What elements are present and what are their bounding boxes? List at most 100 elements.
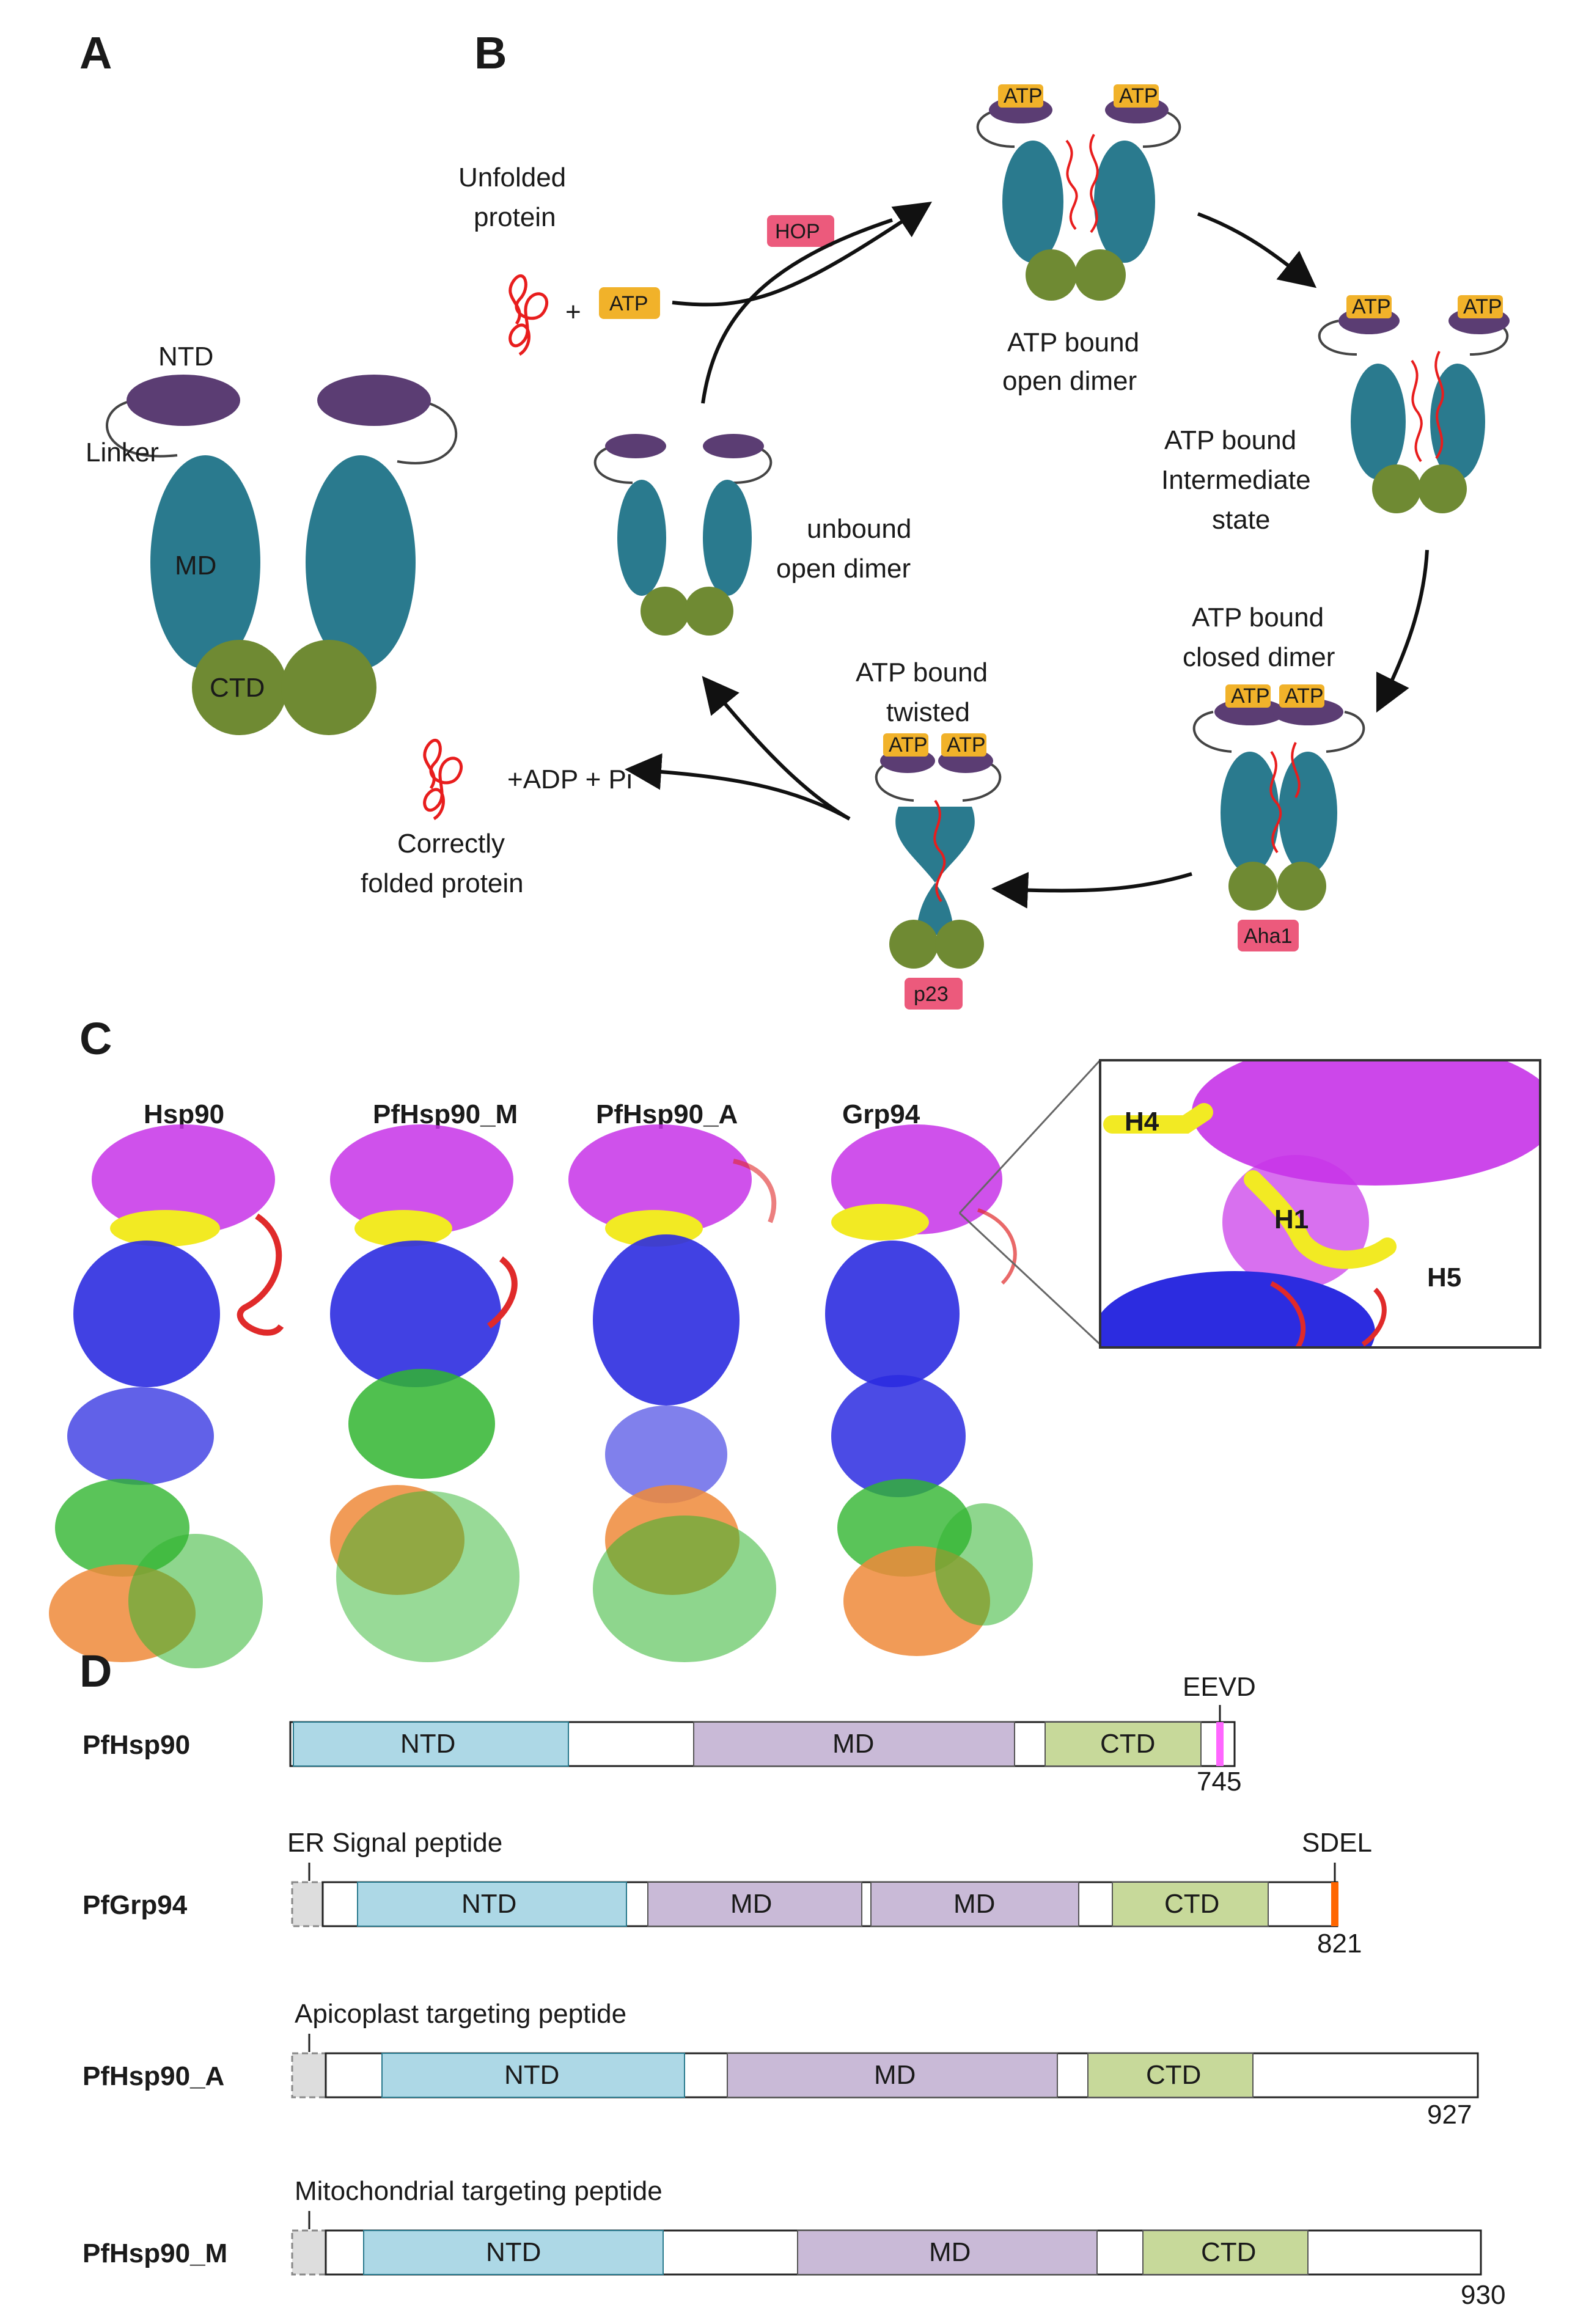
length-label: 930	[1461, 2280, 1505, 2310]
domain-map-pfhsp90-m: Mitochondrial targeting peptide PfHsp90_…	[83, 2176, 1505, 2310]
domain-label: CTD	[1146, 2060, 1201, 2090]
unbound-label-2: open dimer	[776, 554, 911, 584]
panel-a-label: A	[79, 27, 112, 78]
hop-badge-text: HOP	[775, 220, 820, 243]
domain-label: MD	[929, 2237, 971, 2267]
hop-badge	[767, 215, 834, 247]
panel-d-label: D	[79, 1646, 112, 1696]
panel-c-label: C	[79, 1013, 112, 1064]
ctd-shape	[192, 640, 287, 735]
md-domain-box	[727, 2053, 1058, 2098]
unfolded-label-2: protein	[474, 202, 556, 232]
arrow-twisted-to-unbound	[702, 676, 851, 821]
open-dimer-label-1: ATP bound	[1007, 328, 1139, 357]
arrow-atp-to-open	[672, 202, 932, 307]
panel-c: C Hsp90 PfHsp90_M PfHsp90_A Grp94	[49, 1013, 1541, 1668]
zoom-line	[958, 1059, 1101, 1214]
structure-title: Grp94	[842, 1099, 920, 1129]
domain-label: CTD	[1100, 1729, 1155, 1759]
structure-grp94	[825, 1124, 1033, 1656]
structure-title: PfHsp90_M	[373, 1099, 518, 1129]
atp-badge-text: ATP	[1463, 295, 1502, 318]
atp-badge-text: ATP	[1285, 684, 1324, 708]
atp-badge	[1279, 684, 1324, 708]
domain-label: NTD	[504, 2060, 559, 2090]
atp-badge	[998, 84, 1043, 108]
atp-badge-text: ATP	[889, 733, 928, 757]
signal-label: Mitochondrial targeting peptide	[295, 2176, 663, 2206]
signal-peptide-box	[291, 1881, 324, 1927]
intermediate-label-1: ATP bound	[1164, 425, 1296, 455]
arrow-open-to-intermediate	[1197, 212, 1317, 288]
unfolded-label-1: Unfolded	[458, 163, 566, 192]
md-shape	[150, 455, 260, 669]
protein-name: PfHsp90_M	[83, 2238, 227, 2268]
open-dimer-atp: ATP ATP	[976, 84, 1181, 301]
p23-badge-text: p23	[914, 983, 949, 1006]
ntd-shape	[317, 375, 431, 426]
sdel-motif	[1331, 1882, 1338, 1926]
atp-badge	[1458, 295, 1503, 318]
tail-motif-label: EEVD	[1183, 1672, 1256, 1702]
domain-map-pfhsp90-a: Apicoplast targeting peptide PfHsp90_A N…	[83, 1999, 1479, 2130]
atp-badge	[599, 287, 660, 319]
helix-label: H1	[1274, 1204, 1309, 1234]
folded-protein-squiggle	[425, 740, 461, 819]
unfolded-protein-squiggle	[510, 276, 547, 354]
panel-d: D PfHsp90 NTD MD CTD EEVD 745 ER Signal …	[79, 1646, 1505, 2310]
twisted-label-1: ATP bound	[856, 658, 988, 687]
twisted-label-2: twisted	[886, 697, 970, 727]
protein-name: PfHsp90	[83, 1730, 190, 1760]
structure-title: Hsp90	[144, 1099, 224, 1129]
length-label: 821	[1317, 1929, 1362, 1959]
helix-label: H5	[1427, 1263, 1461, 1292]
unbound-label-1: unbound	[807, 514, 911, 544]
atp-badge	[1225, 684, 1271, 708]
atp-badge-text: ATP	[1352, 295, 1391, 318]
md-domain-box	[647, 1882, 862, 1927]
ctd-domain-box	[1044, 1721, 1202, 1767]
atp-badge-text: ATP	[947, 733, 986, 757]
closed-label-1: ATP bound	[1192, 603, 1324, 632]
structure-title: PfHsp90_A	[596, 1099, 738, 1129]
domain-map-pfgrp94: ER Signal peptide PfGrp94 NTD MD MD CTD …	[83, 1828, 1372, 1959]
domain-label: NTD	[486, 2237, 541, 2267]
md-domain-box	[693, 1721, 1015, 1767]
eevd-motif	[1216, 1722, 1224, 1766]
ntd-domain-box	[381, 2053, 685, 2098]
ctd-domain-box	[1142, 2230, 1309, 2275]
domain-label: MD	[953, 1889, 995, 1919]
arrow-unbound-merge	[701, 218, 893, 404]
domain-label: CTD	[1164, 1889, 1219, 1919]
atp-badge-text: ATP	[1231, 684, 1270, 708]
intermediate-dimer: ATP ATP	[1318, 295, 1510, 513]
structure-pfhsp90-a	[568, 1124, 777, 1662]
domain-label: CTD	[1201, 2237, 1256, 2267]
ctd-domain-box	[1087, 2053, 1254, 2098]
atp-badge	[883, 733, 928, 757]
tail-motif-label: SDEL	[1302, 1828, 1372, 1858]
atp-badge-text: ATP	[609, 292, 648, 315]
inset-zoom: H4 H1 H5	[1099, 1059, 1541, 1349]
domain-map-pfhsp90: PfHsp90 NTD MD CTD EEVD 745	[83, 1672, 1256, 1797]
structure-pfhsp90-m	[330, 1124, 519, 1662]
closed-dimer: ATP ATP	[1192, 684, 1365, 911]
ntd-shape	[127, 375, 240, 426]
unbound-dimer	[593, 434, 773, 636]
ctd-shape	[281, 640, 376, 735]
folded-label-2: folded protein	[361, 868, 524, 898]
signal-peptide-box	[291, 2052, 327, 2099]
protein-name: PfHsp90_A	[83, 2061, 224, 2091]
signal-label: ER Signal peptide	[287, 1828, 502, 1858]
closed-label-2: closed dimer	[1183, 642, 1335, 672]
atp-badge	[941, 733, 986, 757]
md-domain-box	[797, 2230, 1098, 2275]
arrow-twisted-to-products	[625, 753, 851, 821]
linker-label: Linker	[86, 438, 159, 467]
md-label: MD	[175, 551, 216, 581]
folded-label-1: Correctly	[397, 829, 505, 859]
structure-hsp90	[49, 1124, 284, 1668]
intermediate-label-2: Intermediate	[1161, 465, 1311, 495]
length-label: 745	[1197, 1767, 1241, 1797]
